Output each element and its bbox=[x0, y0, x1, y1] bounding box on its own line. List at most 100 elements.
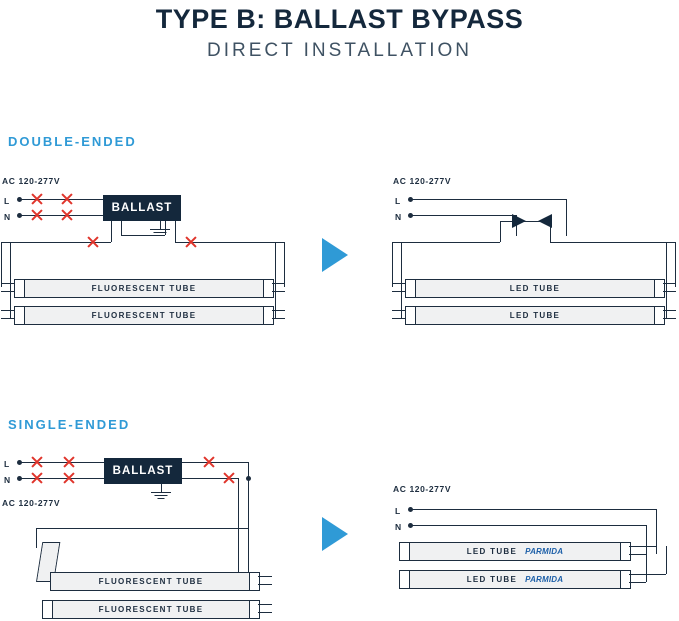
wire-mid-bus bbox=[121, 235, 165, 236]
tube-fluorescent-2: FLUORESCENT TUBE bbox=[50, 600, 252, 619]
pin-bridge bbox=[401, 310, 402, 318]
splice-arrow-right-icon bbox=[538, 214, 552, 228]
pin-bridge bbox=[666, 283, 667, 291]
pin-wire bbox=[258, 576, 272, 577]
wire-ballast-out bbox=[121, 221, 122, 235]
wire-ground bbox=[161, 484, 162, 492]
terminal-dot bbox=[246, 476, 251, 481]
wire-ballast-out bbox=[111, 221, 112, 242]
pin-wire bbox=[272, 291, 285, 292]
section-label-single-ended: SINGLE-ENDED bbox=[8, 417, 131, 432]
wire-neutral-drop bbox=[646, 525, 647, 582]
pin-wire bbox=[392, 318, 405, 319]
terminal-dot bbox=[17, 213, 22, 218]
tube-cap-right bbox=[654, 279, 665, 298]
voltage-label: AC 120-277V bbox=[393, 484, 452, 494]
cut-mark-icon bbox=[30, 471, 44, 485]
pin-wire bbox=[663, 310, 676, 311]
neutral-label: N bbox=[395, 522, 402, 532]
pin-wire bbox=[663, 283, 676, 284]
wire-right-drop bbox=[675, 242, 676, 287]
section-label-double-ended: DOUBLE-ENDED bbox=[8, 134, 137, 149]
wire-left-drop bbox=[1, 242, 2, 287]
pin-bridge bbox=[666, 310, 667, 318]
tube-led-2: LED TUBE bbox=[413, 306, 657, 325]
wire-drop-right bbox=[248, 462, 249, 572]
tube-cap-left bbox=[14, 306, 25, 325]
wire-line-feed bbox=[411, 509, 656, 510]
neutral-label: N bbox=[395, 212, 402, 222]
wire-right-bus bbox=[175, 242, 285, 243]
tube-led-1: LED TUBE PARMIDA bbox=[408, 542, 622, 561]
tube-fluorescent-2: FLUORESCENT TUBE bbox=[22, 306, 266, 325]
voltage-label: AC 120-277V bbox=[2, 176, 61, 186]
page-subtitle: DIRECT INSTALLATION bbox=[207, 40, 472, 61]
wire-left-drop bbox=[10, 242, 11, 314]
tube-led-2: LED TUBE PARMIDA bbox=[408, 570, 622, 589]
wire-neutral-feed bbox=[411, 215, 517, 216]
cut-mark-icon bbox=[184, 235, 198, 249]
cut-mark-icon bbox=[30, 455, 44, 469]
tube-led-1: LED TUBE bbox=[413, 279, 657, 298]
ballast-box: BALLAST bbox=[103, 195, 181, 221]
arrow-right-icon-1 bbox=[322, 238, 348, 272]
pin-wire bbox=[629, 582, 646, 583]
tube-cap-right bbox=[263, 279, 274, 298]
tube-label: LED TUBE bbox=[466, 547, 518, 556]
terminal-dot bbox=[408, 507, 413, 512]
pin-wire bbox=[1, 318, 14, 319]
tube-label: LED TUBE bbox=[509, 284, 561, 293]
tube-cap-left bbox=[14, 279, 25, 298]
tube-cap-left bbox=[405, 279, 416, 298]
wire-left-bus bbox=[1, 242, 111, 243]
tube-cap-right bbox=[620, 570, 631, 589]
terminal-dot bbox=[17, 460, 22, 465]
pin-bridge bbox=[275, 310, 276, 318]
pin-wire bbox=[272, 283, 285, 284]
wire-splice-drop bbox=[550, 221, 551, 242]
tube-label: FLUORESCENT TUBE bbox=[98, 577, 204, 586]
brand-logo-1: PARMIDA bbox=[525, 547, 564, 556]
wire-ballast-out-bottom bbox=[182, 478, 238, 479]
tube-label: LED TUBE bbox=[509, 311, 561, 320]
ballast-box: BALLAST bbox=[104, 458, 182, 484]
terminal-dot bbox=[408, 197, 413, 202]
pin-wire bbox=[258, 584, 272, 585]
page-title: TYPE B: BALLAST BYPASS bbox=[155, 4, 524, 34]
line-label: L bbox=[395, 506, 401, 516]
tube-cap-right bbox=[249, 572, 260, 591]
tube-label: FLUORESCENT TUBE bbox=[98, 605, 204, 614]
tube-cap-right bbox=[654, 306, 665, 325]
tube-fluorescent-1: FLUORESCENT TUBE bbox=[22, 279, 266, 298]
wire-left-drop bbox=[392, 242, 393, 287]
pin-wire bbox=[663, 318, 676, 319]
tube-cap-right bbox=[249, 600, 260, 619]
wire-splice-drop bbox=[500, 221, 501, 242]
pin-wire bbox=[258, 612, 272, 613]
cut-mark-icon bbox=[60, 192, 74, 206]
line-label: L bbox=[4, 459, 10, 469]
pin-wire bbox=[629, 574, 666, 575]
pin-bridge bbox=[275, 283, 276, 291]
tube-label: LED TUBE bbox=[466, 575, 518, 584]
voltage-label: AC 120-277V bbox=[393, 176, 452, 186]
arrow-right-icon-2 bbox=[322, 517, 348, 551]
tube-cap-left bbox=[399, 542, 410, 561]
pin-wire bbox=[392, 291, 405, 292]
pin-bridge bbox=[10, 310, 11, 318]
cut-mark-icon bbox=[30, 208, 44, 222]
wire-ballast-out bbox=[165, 221, 166, 235]
pin-wire bbox=[258, 604, 272, 605]
tube-cap-right bbox=[263, 306, 274, 325]
line-label: L bbox=[395, 196, 401, 206]
cut-mark-icon bbox=[86, 235, 100, 249]
tube-label: FLUORESCENT TUBE bbox=[91, 284, 197, 293]
wire-neutral-feed bbox=[411, 525, 646, 526]
voltage-label: AC 120-277V bbox=[2, 498, 61, 508]
tube-label: FLUORESCENT TUBE bbox=[91, 311, 197, 320]
neutral-label: N bbox=[4, 475, 11, 485]
pin-wire bbox=[272, 318, 285, 319]
cut-mark-icon bbox=[222, 471, 236, 485]
tube-cap-left bbox=[399, 570, 410, 589]
wire-left-drop bbox=[401, 242, 402, 314]
